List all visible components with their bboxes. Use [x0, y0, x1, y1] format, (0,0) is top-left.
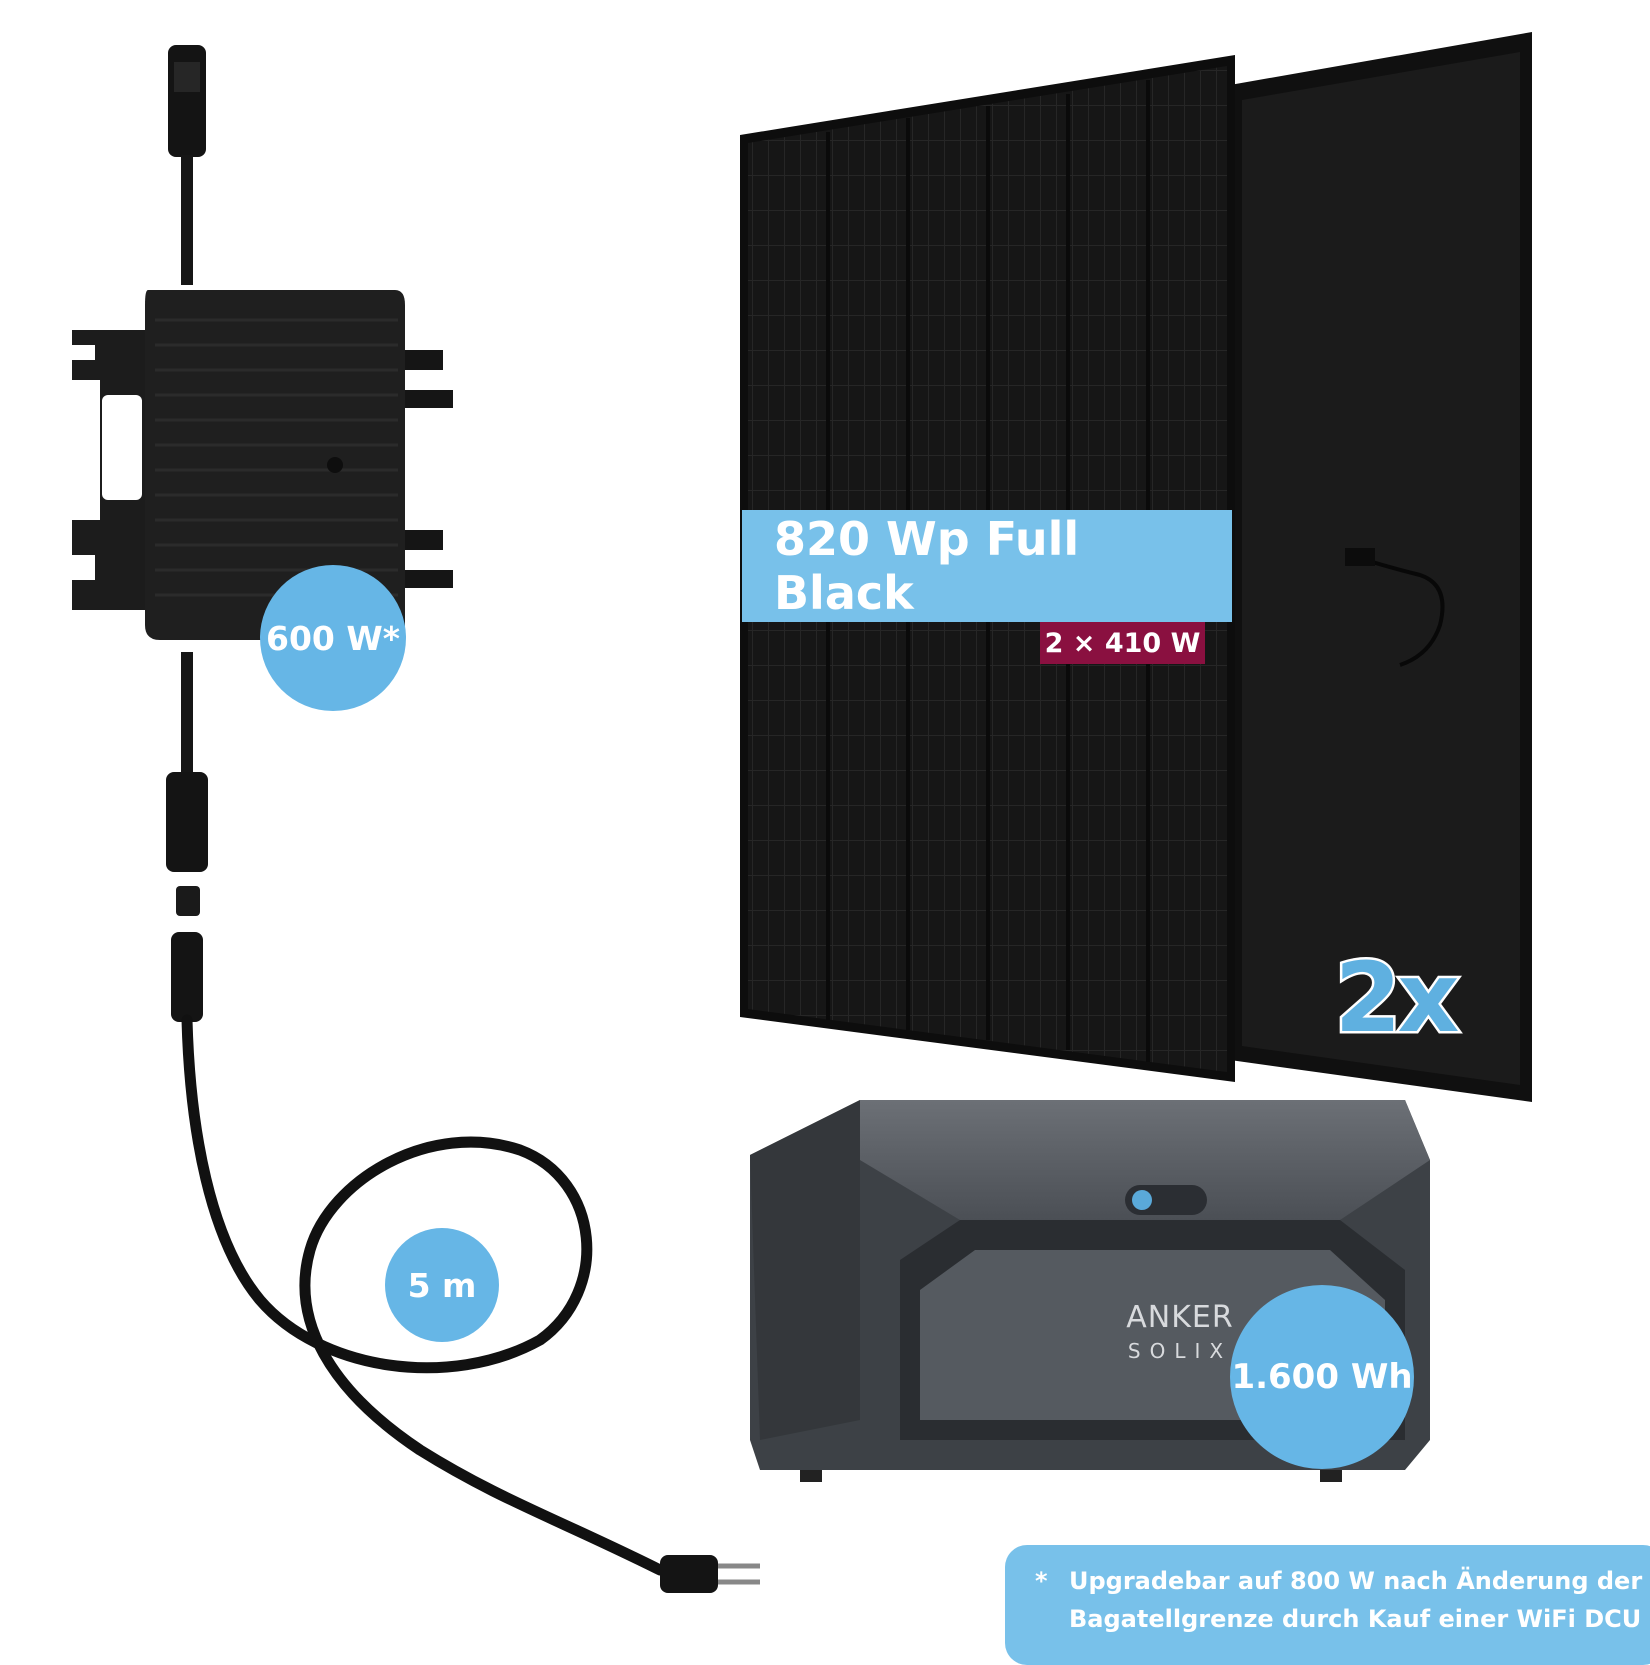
footnote-marker: * — [1035, 1567, 1048, 1595]
panel-sub-badge: 2 × 410 W — [1040, 622, 1205, 664]
battery-series: SOLIX — [1127, 1339, 1233, 1363]
microinverter — [72, 290, 453, 640]
quantity-badge: 2x — [1320, 939, 1470, 1056]
quantity-label: 2x — [1332, 939, 1462, 1056]
battery-capacity-badge: 1.600 Wh — [1230, 1285, 1414, 1469]
footnote-box — [1005, 1545, 1650, 1665]
inverter-power-badge: 600 W* — [260, 565, 406, 711]
panel-title: 820 Wp Full Black — [774, 512, 1080, 620]
battery-brand: ANKER — [1126, 1300, 1234, 1335]
footnote-text: * Upgradebar auf 800 W nach Änderung der… — [1035, 1562, 1645, 1638]
battery-brand-logo: ANKER SOLIX — [1110, 1300, 1250, 1363]
footnote-line-2: Bagatellgrenze durch Kauf einer WiFi DCU — [1069, 1605, 1642, 1633]
footnote-line-1: Upgradebar auf 800 W nach Änderung der — [1069, 1567, 1643, 1595]
cable-length-label: 5 m — [407, 1265, 477, 1305]
cable-length-badge: 5 m — [385, 1228, 499, 1342]
panel-sub-label: 2 × 410 W — [1044, 627, 1201, 659]
solar-panel-back — [1230, 32, 1532, 1102]
inverter-power-label: 600 W* — [265, 618, 401, 658]
inverter-cable — [166, 45, 760, 1593]
battery-capacity-label: 1.600 Wh — [1231, 1357, 1413, 1397]
panel-title-banner: 820 Wp Full Black — [742, 510, 1232, 622]
